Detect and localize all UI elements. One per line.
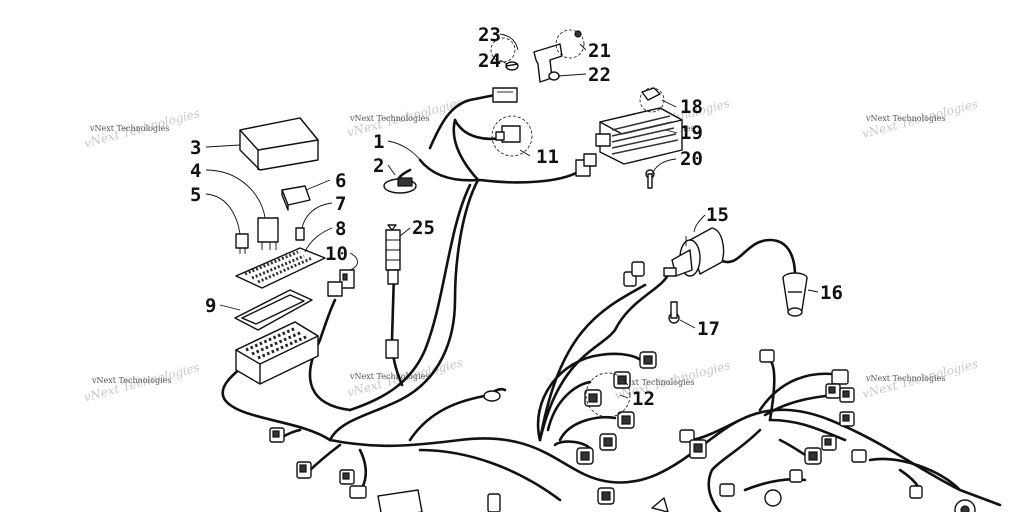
- callout-23: 23: [478, 24, 501, 46]
- watermark: vNext Technologies: [865, 374, 945, 383]
- sensor: [385, 224, 401, 359]
- watermark: vNext Technologies: [89, 124, 169, 133]
- fuse-box-cover: [239, 117, 319, 171]
- harness-wire: [758, 372, 842, 412]
- power-outlet: [782, 272, 808, 317]
- watermark: vNext Technologies: [865, 114, 945, 123]
- harness-wire: [546, 380, 592, 432]
- ground-clip: [383, 177, 417, 194]
- harness-wire: [558, 415, 617, 442]
- fuse-box-gasket: [234, 289, 313, 331]
- callout-2: 2: [373, 155, 384, 177]
- voltage-regulator: [595, 107, 683, 165]
- harness-wire: [553, 440, 592, 450]
- harness-wire: [328, 408, 1002, 507]
- harness-wire: [868, 457, 962, 492]
- bracket-assembly: [490, 29, 585, 83]
- callout-18: 18: [680, 96, 703, 118]
- harness-wire: [358, 448, 368, 492]
- callout-17: 17: [697, 318, 720, 340]
- callout-6: 6: [335, 170, 346, 192]
- harness-wire: [428, 93, 497, 150]
- watermark: vNext Technologies: [349, 114, 429, 123]
- starter-solenoid: [663, 227, 725, 277]
- callout-12: 12: [632, 388, 655, 410]
- harness-wire: [408, 393, 492, 442]
- harness-wire: [536, 352, 647, 442]
- connector: [327, 269, 355, 297]
- connector-set: [576, 351, 657, 465]
- misc-connectors: [269, 261, 976, 512]
- regulator-connector: [575, 153, 597, 177]
- callout-20: 20: [680, 148, 703, 170]
- regulator-screw: [645, 169, 655, 189]
- harness-wire: [707, 428, 762, 512]
- leader-lines: [205, 33, 819, 399]
- harness-wire: [348, 183, 472, 412]
- callout-25: 25: [412, 217, 435, 239]
- watermark: vNext Technologies: [614, 378, 694, 387]
- callout-11: 11: [536, 146, 559, 168]
- harness-wire: [538, 273, 670, 442]
- callout-labels: 1 2 3 4 5 6 7 8 9 10 11 12 15 16 17 18 1…: [190, 24, 843, 410]
- callout-7: 7: [335, 193, 346, 215]
- fuse: [235, 233, 249, 254]
- callout-19: 19: [680, 122, 703, 144]
- harness-wire: [221, 358, 332, 442]
- relay: [257, 217, 279, 250]
- regulator-washer: [639, 87, 665, 113]
- callout-5: 5: [190, 184, 201, 206]
- harness-wire: [453, 118, 502, 141]
- solenoid-cable: [718, 238, 797, 277]
- callout-4: 4: [190, 160, 201, 182]
- connector-plug: [491, 115, 533, 157]
- callout-8: 8: [335, 218, 346, 240]
- harness-wire: [768, 418, 847, 442]
- callout-9: 9: [205, 295, 216, 317]
- callout-10: 10: [325, 243, 348, 265]
- harness-wire: [418, 158, 580, 184]
- mini-fuse: [295, 227, 305, 241]
- watermark: vNext Technologies: [91, 376, 171, 385]
- harness-wire: [328, 178, 480, 442]
- harness-top-connector: [492, 87, 518, 103]
- callout-15: 15: [706, 204, 729, 226]
- callout-3: 3: [190, 137, 201, 159]
- callout-1: 1: [373, 131, 384, 153]
- fuse-box-base: [235, 321, 319, 385]
- solenoid-screw: [668, 301, 680, 324]
- fuse-panel-label: [235, 247, 326, 289]
- harness-wire: [452, 118, 480, 182]
- callout-21: 21: [588, 40, 611, 62]
- callout-24: 24: [478, 50, 501, 72]
- relay-small: [281, 185, 311, 211]
- watermark: vNext Technologies: [349, 372, 429, 381]
- callout-22: 22: [588, 64, 611, 86]
- harness-wire: [418, 448, 562, 502]
- callout-16: 16: [820, 282, 843, 304]
- harness-wire: [538, 283, 647, 442]
